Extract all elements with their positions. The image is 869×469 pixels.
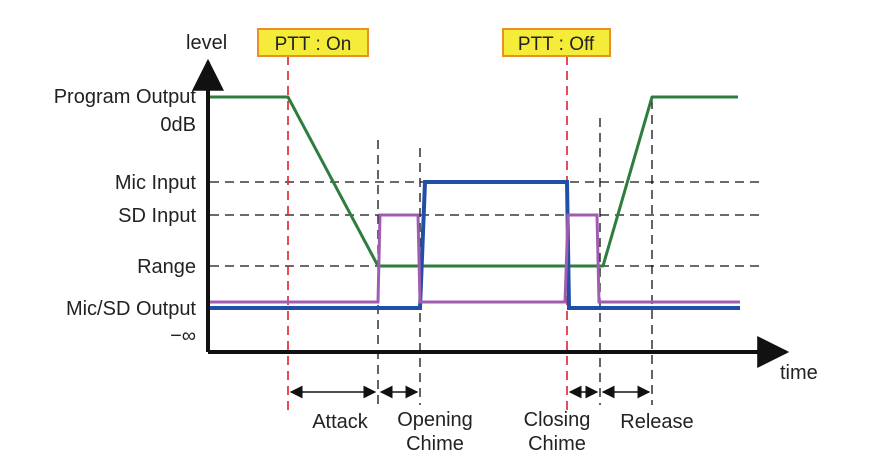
- ptt-on-label: PTT : On: [275, 34, 352, 55]
- ptt-off-box-bg: [502, 28, 611, 57]
- mic-sd-output-label: Mic/SD Output: [66, 298, 196, 320]
- range-label: Range: [137, 256, 196, 278]
- x-axis-label: time: [780, 362, 818, 384]
- level-guides: [210, 181, 760, 267]
- ptt-markers: [287, 56, 568, 410]
- opening-chime-label-line1: Opening: [397, 409, 473, 431]
- mic-signal-line: [210, 180, 740, 310]
- sd-signal-line: [210, 213, 740, 304]
- axes: [192, 58, 790, 368]
- release-label: Release: [620, 411, 693, 433]
- closing-chime-label-line1: Closing: [524, 409, 591, 431]
- zero-db-label: 0dB: [160, 114, 196, 136]
- opening-chime-label-line2: Chime: [406, 433, 464, 455]
- ptt-off-label: PTT : Off: [518, 34, 595, 55]
- closing-chime-label-line2: Chime: [528, 433, 586, 455]
- ptt-on-box: PTT : On: [257, 28, 369, 57]
- mic-input-label: Mic Input: [115, 172, 197, 194]
- y-axis-label: level: [186, 32, 227, 54]
- program-output-line: [210, 95, 738, 268]
- attack-label: Attack: [312, 411, 369, 433]
- phase-labels: Attack Opening Chime Closing Chime Relea…: [312, 409, 693, 455]
- program-output-label: Program Output: [54, 86, 197, 108]
- sd-input-label: SD Input: [118, 205, 196, 227]
- neg-infinity-label: −∞: [170, 325, 196, 347]
- level-labels: Program Output 0dB Mic Input SD Input Ra…: [54, 86, 197, 347]
- signals: [210, 95, 740, 310]
- ptt-on-box-bg: [257, 28, 369, 57]
- ptt-off-box: PTT : Off: [502, 28, 611, 57]
